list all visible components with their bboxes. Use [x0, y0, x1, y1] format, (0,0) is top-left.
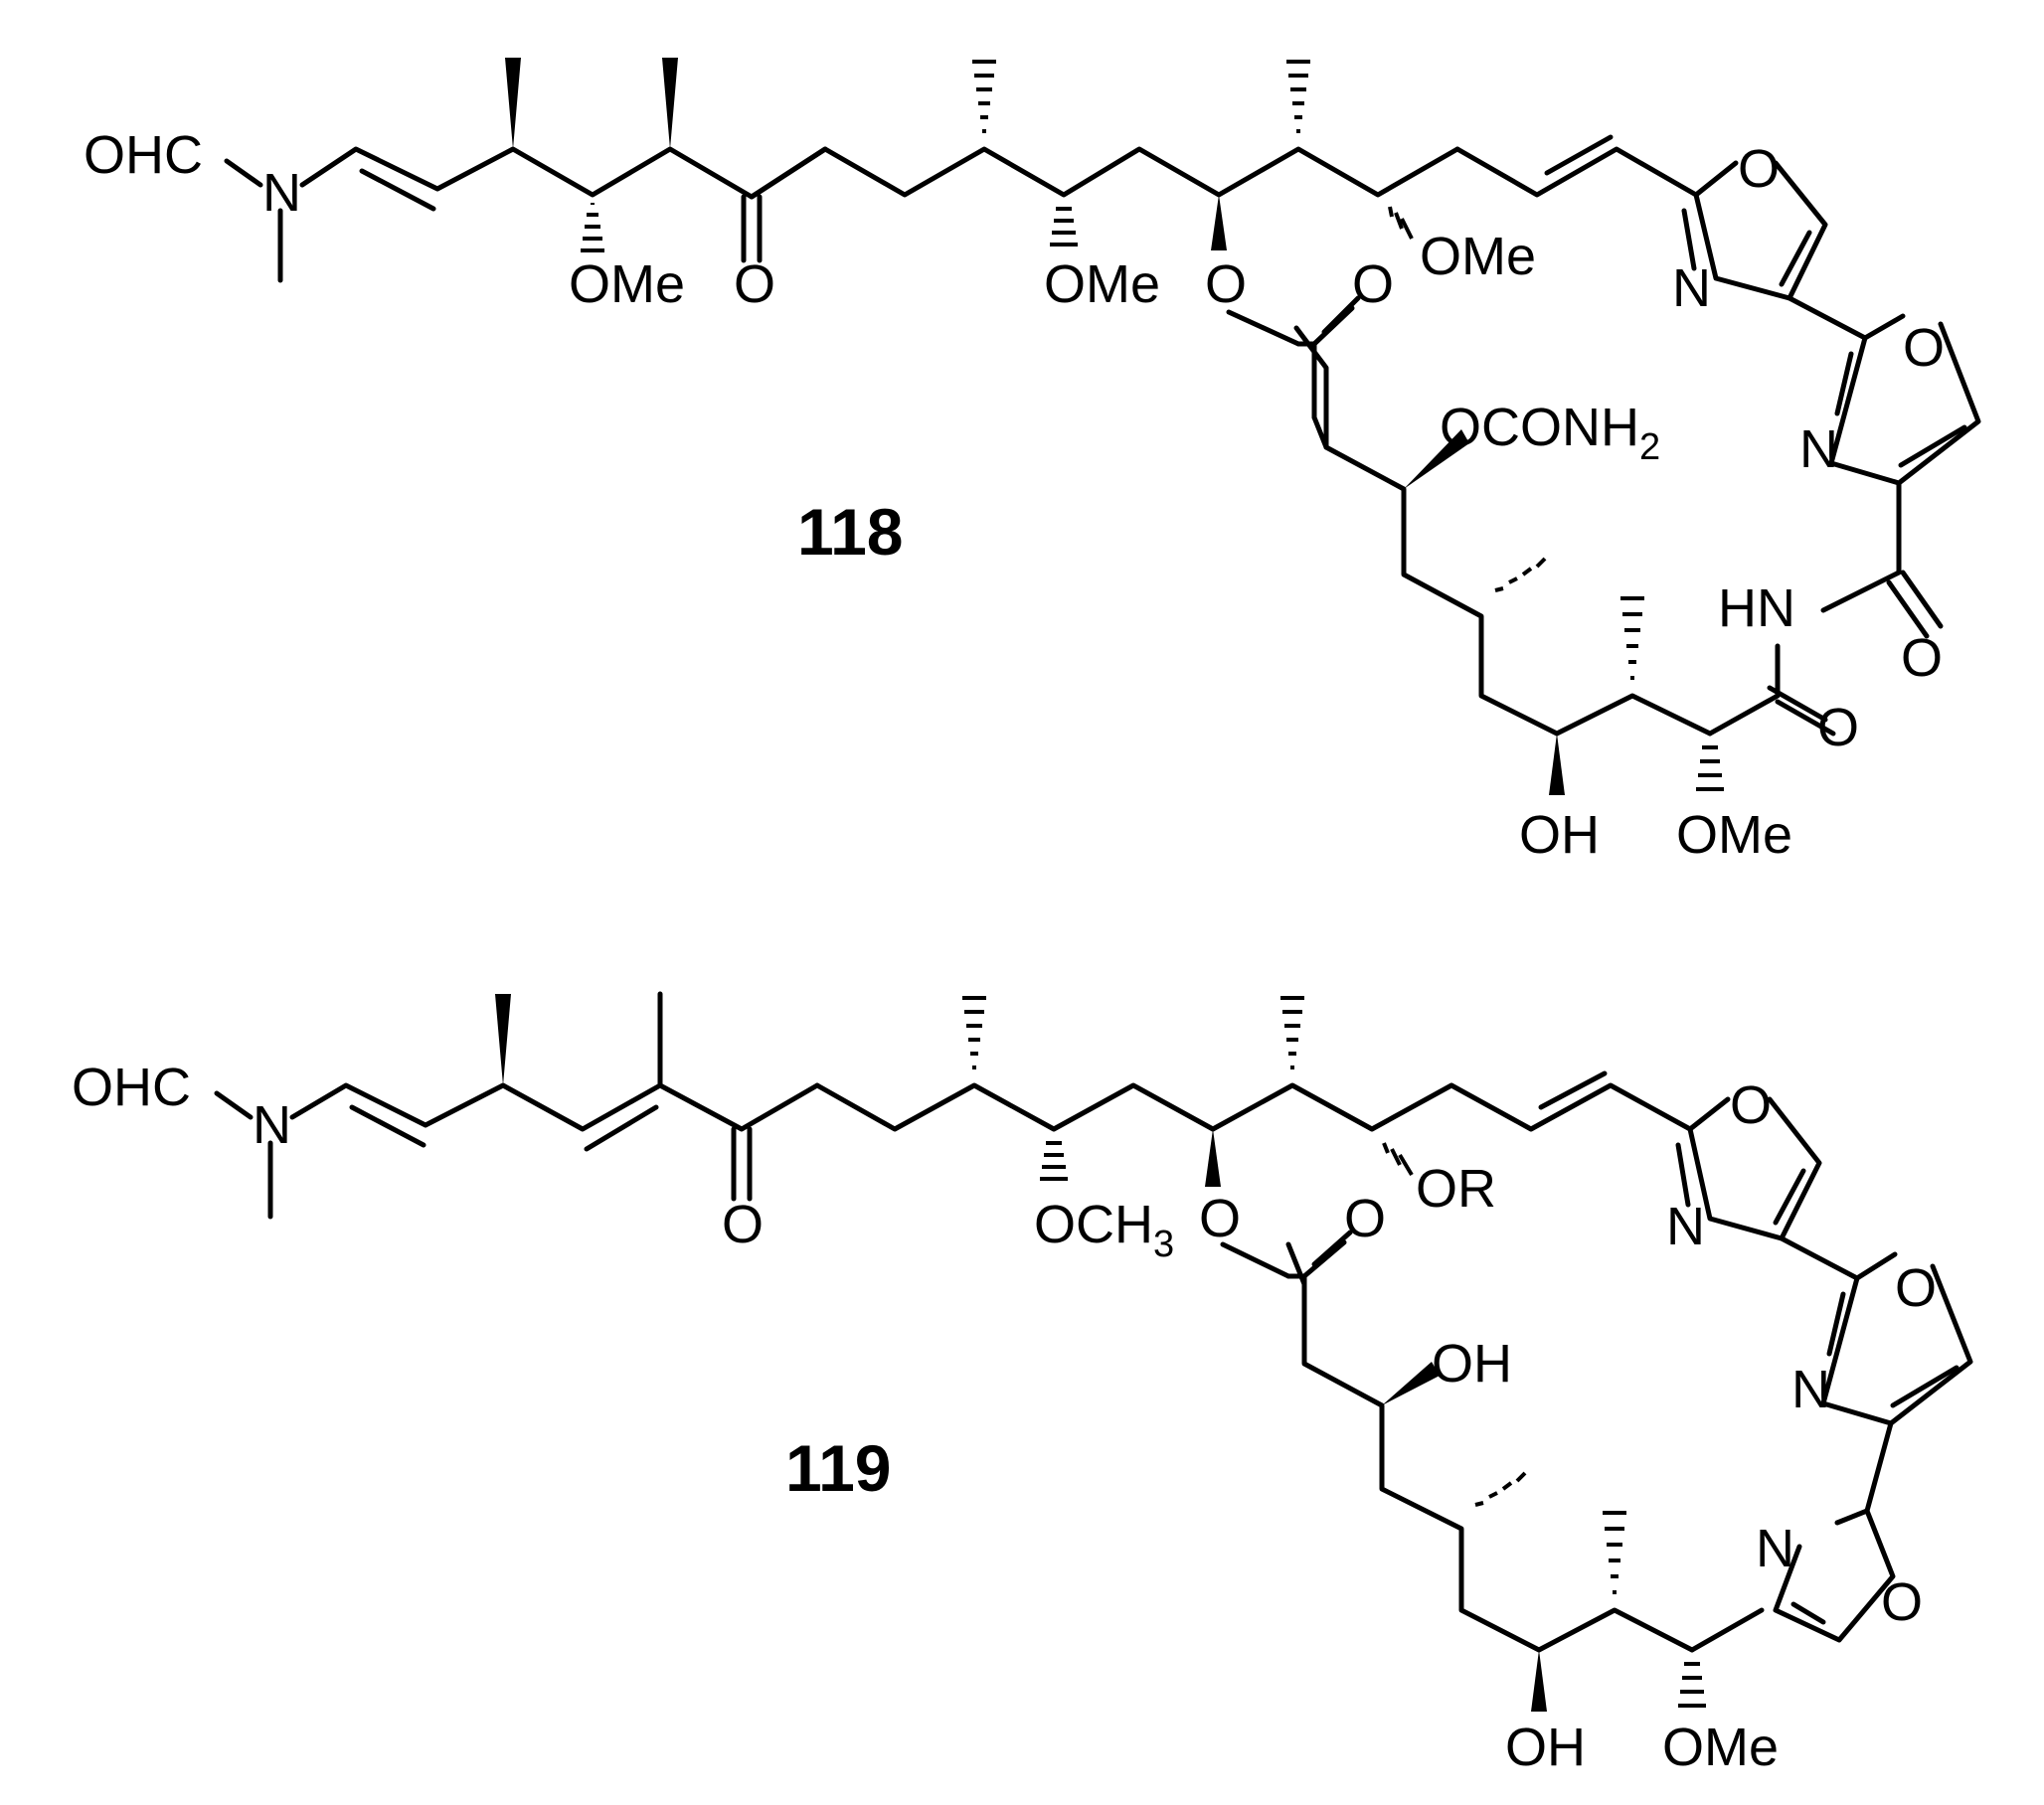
label-118-oxazole1-n: N [1672, 258, 1711, 318]
label-119-oxazole2-n: N [1791, 1360, 1830, 1419]
label-119-oxazole2-o: O [1895, 1258, 1937, 1318]
label-119-oh-lower: OH [1505, 1718, 1586, 1777]
label-118-oxazole2-n: N [1799, 419, 1838, 479]
label-118-o-amide1: O [1901, 628, 1943, 688]
label-118-oh: OH [1519, 805, 1600, 865]
compound-number-118: 118 [797, 495, 903, 569]
label-119-oxazole1-o: O [1730, 1075, 1772, 1135]
label-119-o-ester: O [1199, 1189, 1241, 1248]
label-119-o-ketone: O [722, 1195, 764, 1254]
label-118-n-amine: N [262, 163, 301, 223]
label-118-carbamate: OCONH2 [1440, 398, 1660, 468]
label-119-och3: OCH3 [1034, 1195, 1174, 1265]
label-118-ome-3: OMe [1420, 227, 1536, 286]
label-118-o-carbonyl: O [1352, 254, 1394, 314]
compound-number-119: 119 [785, 1431, 891, 1505]
label-119-oxazole3-n: N [1756, 1519, 1794, 1578]
compound-119-atom-labels: OHC N O OCH3 O O OR O N O N N O OH OH OM… [72, 1058, 1937, 1777]
label-119-or: OR [1416, 1159, 1496, 1219]
compound-119-structure: OHC N O OCH3 O O OR O N O N N O OH OH OM… [72, 991, 1973, 1777]
label-118-o-ester: O [1205, 254, 1247, 314]
label-118-o-ketone: O [734, 254, 775, 314]
label-118-oxazole1-o: O [1738, 139, 1780, 199]
label-119-ohc: OHC [72, 1058, 191, 1117]
compound-118-atom-labels: OHC N OMe O OMe O O OMe O N O N OCONH2 H… [84, 125, 1945, 865]
label-119-oxazole3-o: O [1881, 1572, 1923, 1632]
compound-118-bonds [224, 58, 1981, 795]
compound-118-structure: OHC N OMe O OMe O O OMe O N O N OCONH2 H… [84, 58, 1981, 865]
label-119-ome: OMe [1662, 1718, 1779, 1777]
label-119-n-amine: N [253, 1095, 291, 1155]
label-119-oh-upper: OH [1432, 1334, 1512, 1394]
compound-119-bonds [214, 991, 1973, 1712]
label-118-ohc: OHC [84, 125, 203, 185]
label-119-oxazole1-n: N [1666, 1197, 1705, 1256]
label-118-oxazole2-o: O [1903, 318, 1945, 378]
label-118-o-amide2: O [1817, 698, 1859, 757]
label-118-hn: HN [1718, 578, 1795, 638]
label-119-o-carbonyl: O [1344, 1189, 1386, 1248]
label-118-ome-1: OMe [569, 254, 685, 314]
label-118-ome-4: OMe [1676, 805, 1792, 865]
label-118-ome-2: OMe [1044, 254, 1160, 314]
